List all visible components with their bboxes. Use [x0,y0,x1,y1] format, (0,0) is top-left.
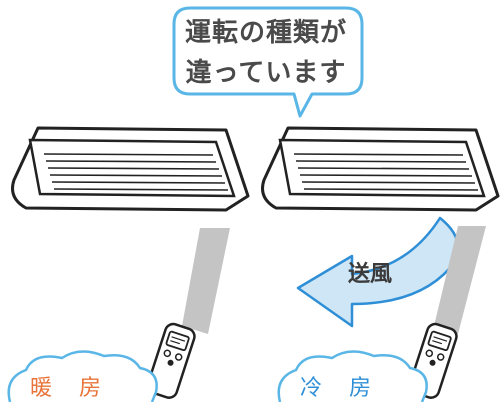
right-mode-label: 冷 房 [300,376,381,401]
left-mode-label: 暖 房 [30,376,111,401]
left-signal-beam-icon [182,228,230,334]
airflow-label: 送風 [348,262,393,287]
left-ceiling-ac-icon [11,126,250,212]
right-mode-cloud [277,350,428,402]
speech-bubble-line2: 違っています [185,58,347,88]
left-remote-control-icon [146,322,196,399]
speech-bubble-line1: 運転の種類が [184,18,347,48]
right-signal-beam-icon [434,226,486,334]
left-mode-cloud [7,350,158,402]
speech-bubble [172,6,364,118]
right-ceiling-ac-icon [261,126,500,212]
